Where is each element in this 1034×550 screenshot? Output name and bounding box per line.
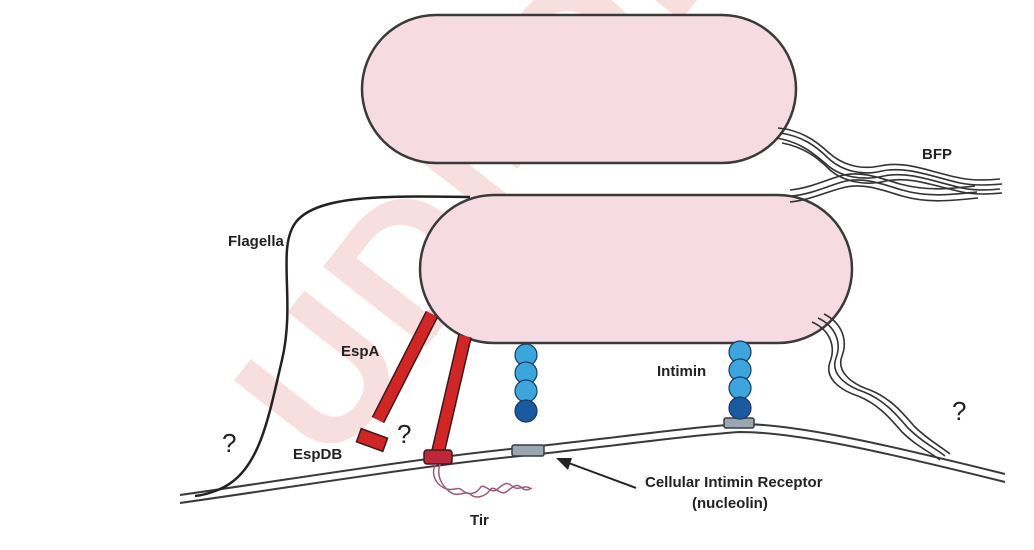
intimin-label: Intimin [657, 363, 706, 380]
cellular-receptor-box [512, 445, 544, 456]
receptor-label-line2: (nucleolin) [692, 495, 768, 512]
question-mark-flagella: ? [222, 428, 236, 458]
bfp-label: BFP [922, 146, 952, 163]
bfp-membrane-bundle [812, 314, 950, 460]
tir-coil [434, 464, 532, 497]
espa-membrane-pore [424, 450, 452, 464]
receptor-label-line1: Cellular Intimin Receptor [645, 474, 823, 491]
intimin-chain-right [729, 341, 751, 419]
bfp-lower-bundle [790, 174, 978, 202]
flagella-label: Flagella [228, 233, 285, 250]
espdb-label: EspDB [293, 446, 342, 463]
bfp-upper-bundle [776, 128, 1002, 194]
upper-bacterium [362, 15, 796, 163]
espa-label: EspA [341, 343, 380, 360]
lower-bacterium [420, 195, 852, 343]
tir-label: Tir [470, 512, 489, 529]
question-mark-espdb: ? [397, 419, 411, 449]
question-mark-bfp: ? [952, 396, 966, 426]
receptor-arrow [556, 458, 636, 488]
intimin-chain-middle [515, 344, 537, 422]
